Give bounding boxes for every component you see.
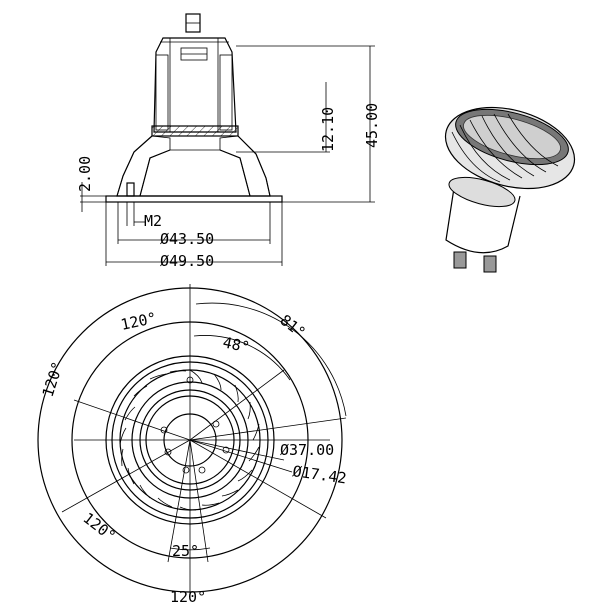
- inner-circle: [163, 413, 217, 467]
- dimension-diameter-37: Ø37.00: [280, 441, 334, 459]
- angle-label-120-bottom: 120°: [170, 588, 206, 606]
- angle-label-81: 81°: [277, 311, 309, 342]
- angle-label-120-left: 120°: [39, 359, 67, 399]
- upper-housing: [153, 37, 237, 133]
- dimension-height-upper: 12.10: [319, 107, 337, 152]
- front-view: 48° 81° 120° 120° 120° 120° 25° Ø37.00 Ø…: [37, 284, 348, 606]
- outer-rim: [105, 355, 275, 525]
- angle-label-120-top: 120°: [119, 309, 158, 334]
- dimension-outer-diameter: Ø49.50: [160, 252, 214, 270]
- dimension-thread: M2: [144, 212, 162, 230]
- angle-label-48: 48°: [221, 333, 251, 356]
- angle-label-120-lower-left: 120°: [80, 509, 120, 545]
- angle-label-25: 25°: [172, 542, 199, 560]
- side-section-view: 45.00 12.10 2.00 M2 Ø43.50 Ø49.50: [76, 13, 381, 270]
- dimension-height-total: 45.00: [363, 103, 381, 148]
- dimension-flange: 2.00: [76, 156, 94, 192]
- dimension-inner-diameter: Ø43.50: [160, 230, 214, 248]
- lamp-3d-illustration: [444, 106, 576, 273]
- fin-ring: [119, 369, 260, 511]
- flange-plate: [105, 195, 283, 203]
